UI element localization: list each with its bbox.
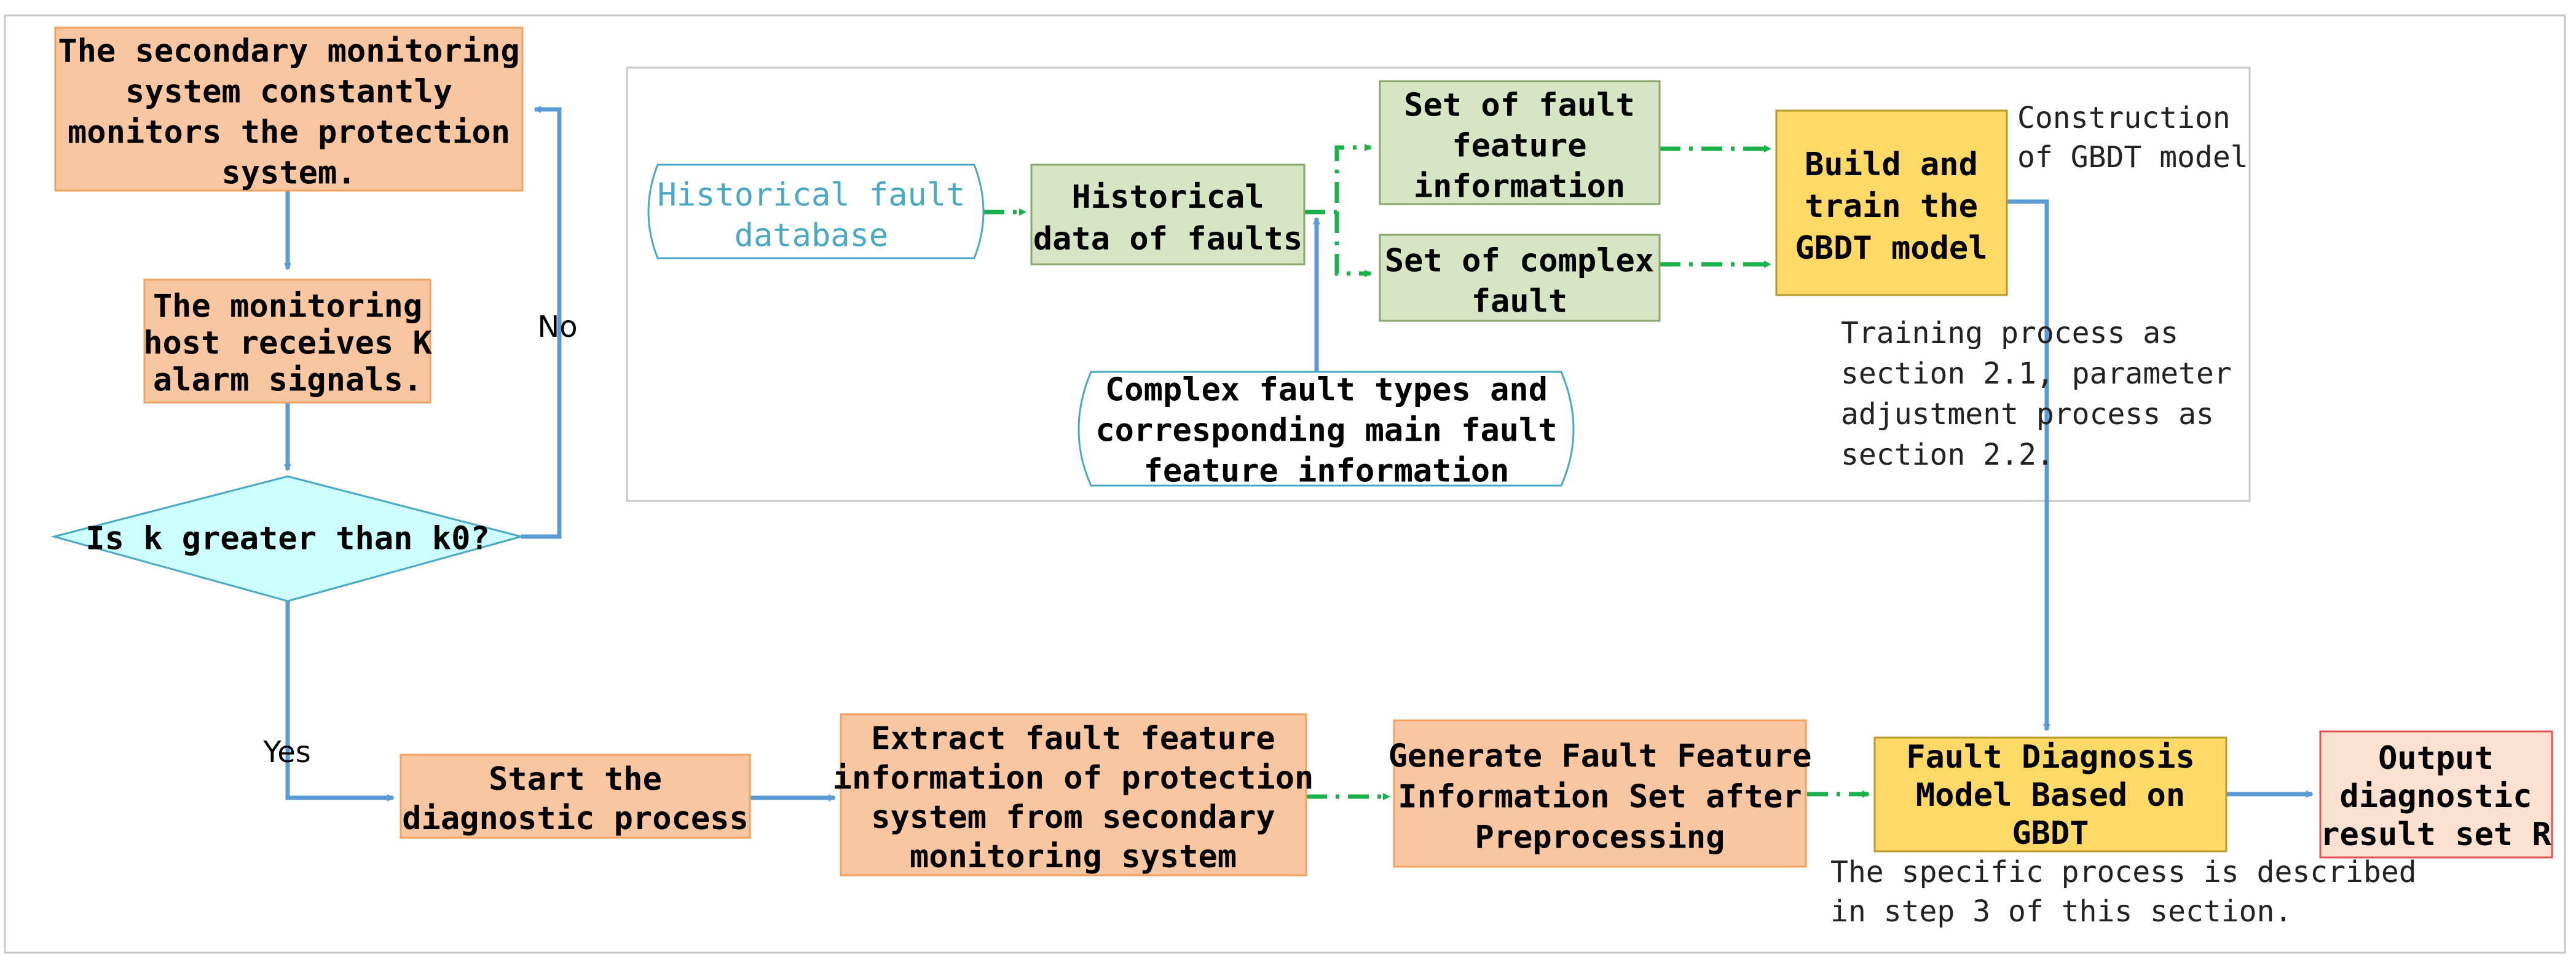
node-hist-data-label: Historical data of faults (1033, 179, 1302, 258)
text-line: The specific process is described (1830, 855, 2417, 889)
node-decision: Is k greater than k0? (50, 475, 525, 602)
text-line: host receives K (143, 325, 432, 361)
text-line: Fault Diagnosis (1906, 739, 2195, 776)
text-line: Model Based on (1916, 777, 2185, 814)
text-line: adjustment process as (1841, 397, 2214, 431)
node-complex-set: Set of complex fault (1379, 234, 1661, 322)
text-line: Build and (1805, 146, 1978, 183)
node-monitor: The secondary monitoring system constantl… (54, 26, 524, 192)
text-line: corresponding main fault (1095, 412, 1557, 449)
text-line: train the (1805, 188, 1978, 225)
outer-frame (4, 14, 2566, 954)
text-line: Set of fault (1404, 87, 1635, 124)
text-line: system constantly (125, 73, 452, 110)
node-hist-data: Historical data of faults (1030, 163, 1306, 266)
text-line: fault (1471, 283, 1568, 320)
text-line: Information Set after (1398, 778, 1802, 815)
text-line: section 2.2. (1841, 438, 2054, 472)
text-line: Start the (489, 761, 662, 798)
text-line: GBDT model (1795, 230, 1987, 267)
text-line: Set of complex (1385, 242, 1654, 279)
construction-frame (626, 66, 2251, 502)
text-line: information of protection (833, 760, 1314, 797)
text-line: data of faults (1033, 221, 1302, 258)
text-line: monitoring system (910, 838, 1237, 875)
text-line: Complex fault types and (1105, 371, 1548, 408)
annotation-construction: Construction of GBDT model (2017, 101, 2248, 175)
text-line: database (735, 217, 888, 254)
text-line: diagnostic (2339, 778, 2532, 815)
text-line: Is k greater than k0? (85, 520, 489, 557)
text-line: information (1414, 168, 1625, 205)
text-line: Extract fault feature (871, 720, 1275, 757)
text-line: diagnostic process (402, 800, 749, 837)
edge-histdata-complex (1334, 212, 1372, 277)
node-complex-set-label: Set of complex fault (1385, 242, 1654, 320)
text-line: The secondary monitoring (58, 33, 519, 69)
text-line: Generate Fault Feature (1388, 738, 1812, 774)
text-line: GBDT (2012, 815, 2089, 852)
edge-build-diagnosis (1988, 199, 2050, 731)
text-line: feature (1452, 127, 1586, 164)
edge-label-no: No (537, 310, 577, 344)
text-line: system. (221, 154, 356, 191)
edge-histdata-split (1304, 144, 1372, 215)
text-line: The monitoring (153, 288, 422, 325)
text-line: Historical (1071, 179, 1264, 216)
text-line: Preprocessing (1475, 819, 1725, 856)
text-line: monitors the protection (68, 114, 510, 151)
node-complex-types-label: Complex fault types and corresponding mai… (1095, 371, 1557, 489)
node-hist-db: Historical fault database (647, 163, 985, 259)
text-line: section 2.1, parameter (1841, 356, 2232, 391)
node-complex-types: Complex fault types and corresponding mai… (1077, 371, 1575, 489)
text-line: Historical fault (658, 176, 966, 213)
text-line: Output (2378, 740, 2494, 777)
text-line: Construction (2017, 101, 2231, 135)
annotation-specific: The specific process is described in step… (1830, 855, 2417, 929)
annotation-training: Training process as section 2.1, paramete… (1841, 316, 2232, 472)
text-line: of GBDT model (2017, 140, 2248, 175)
text-line: feature information (1144, 452, 1510, 489)
edge-label-yes: Yes (262, 735, 310, 770)
edge-decision-no (521, 106, 562, 539)
node-decision-label: Is k greater than k0? (85, 520, 489, 557)
node-monitor-label: The secondary monitoring system constantl… (58, 33, 519, 191)
text-line: alarm signals. (153, 361, 422, 398)
text-line: in step 3 of this section. (1830, 894, 2292, 929)
text-line: system from secondary (871, 799, 1275, 836)
node-hist-db-label: Historical fault database (658, 176, 966, 254)
text-line: result set R (2320, 816, 2551, 853)
text-line: Training process as (1841, 316, 2178, 350)
edge-decision-yes (285, 601, 395, 802)
